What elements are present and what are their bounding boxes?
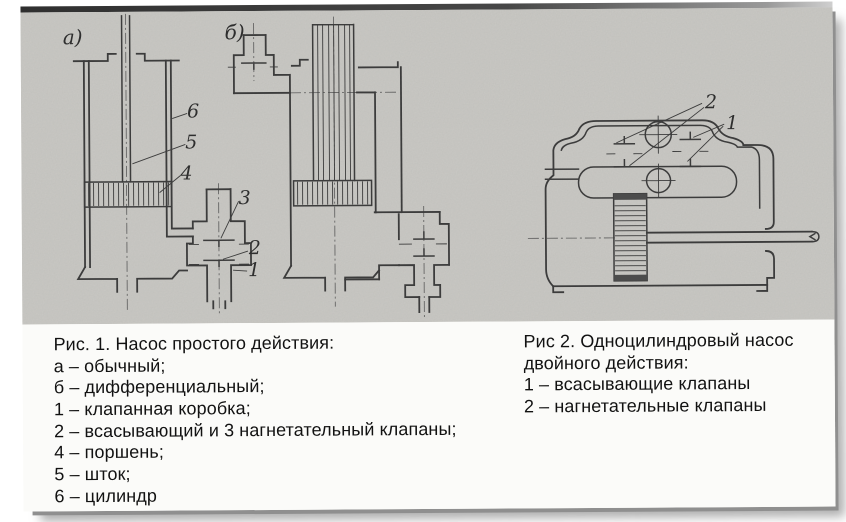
callout-5: 5 — [185, 131, 197, 153]
caption-line: 2 – нагнетательные клапаны — [523, 394, 767, 417]
piston-rod-c — [645, 230, 820, 244]
caption-line: двойного действия: — [523, 352, 689, 374]
cylinder-a — [76, 59, 194, 293]
caption-line: 1 – клапанная коробка; — [53, 398, 251, 420]
paper-grain-texture — [20, 7, 835, 325]
pump-a-diagram: а) 6 5 4 3 2 1 — [63, 13, 261, 314]
cylinder-b — [282, 58, 403, 292]
valve-chamber — [577, 165, 738, 199]
diagram-area: а) 6 5 4 3 2 1 — [20, 7, 835, 325]
callout-fig2-2: 2 — [704, 91, 717, 113]
callout-4: 4 — [179, 162, 192, 184]
plunger-b — [311, 23, 356, 182]
cylinder-flange-a — [72, 52, 180, 63]
leader-3 — [220, 200, 240, 239]
leader-5 — [132, 144, 186, 165]
callout-1: 1 — [248, 259, 260, 281]
diagram-b-label: б) — [225, 20, 245, 44]
suction-valves — [606, 131, 709, 168]
piston-rod-a — [120, 15, 132, 183]
leader-6 — [172, 113, 188, 119]
suction-valve-a — [203, 259, 235, 268]
leader-1b — [687, 125, 724, 162]
figure2-caption: Рис 2. Одноцилиндровый насос двойного де… — [523, 330, 794, 418]
leader-2b — [629, 106, 705, 167]
caption-line: б – дифференциальный; — [53, 376, 265, 398]
leader-2 — [222, 250, 249, 260]
pump-body — [544, 119, 776, 294]
piston-double-acting — [612, 192, 648, 282]
caption-line: Рис. 1. Насос простого действия: — [53, 332, 335, 355]
callout-6: 6 — [187, 100, 199, 122]
caption-line: 6 – цилиндр — [54, 485, 158, 507]
leader-2a — [616, 102, 703, 144]
leader-1 — [233, 269, 248, 272]
pump-double-acting-diagram: 2 1 — [527, 91, 820, 294]
leader-4 — [159, 175, 181, 193]
scanned-figure: а) 6 5 4 3 2 1 — [20, 1, 836, 512]
caption-line: 5 – шток; — [54, 463, 131, 485]
discharge-valve-a — [203, 239, 235, 248]
piston-a — [83, 180, 173, 208]
caption-line: 2 – всасывающий и 3 нагнетательный клапа… — [53, 418, 457, 442]
figure1-caption: Рис. 1. Насос простого действия: а – обы… — [53, 332, 457, 508]
caption-line: 4 – поршень; — [54, 442, 165, 463]
valve-box-b-lower — [344, 211, 450, 313]
piston-b — [292, 179, 373, 207]
caption-area: Рис. 1. Насос простого действия: а – обы… — [22, 319, 836, 512]
pump-b-diagram: б) — [225, 16, 450, 319]
valve-box-a — [186, 188, 252, 310]
diagram-a-label: а) — [63, 25, 83, 49]
valve-box-b-upper — [227, 34, 290, 95]
caption-line: Рис 2. Одноцилиндровый насос — [523, 329, 794, 352]
callout-2: 2 — [248, 237, 261, 259]
pump-diagrams-drawing: а) 6 5 4 3 2 1 — [20, 7, 835, 325]
caption-line: а – обычный; — [53, 355, 166, 376]
callout-fig2-1: 1 — [726, 112, 738, 134]
leader-1a — [693, 123, 725, 138]
caption-line: 1 – всасывающие клапаны — [523, 373, 751, 395]
discharge-valves — [639, 115, 678, 198]
callout-3: 3 — [239, 187, 251, 209]
